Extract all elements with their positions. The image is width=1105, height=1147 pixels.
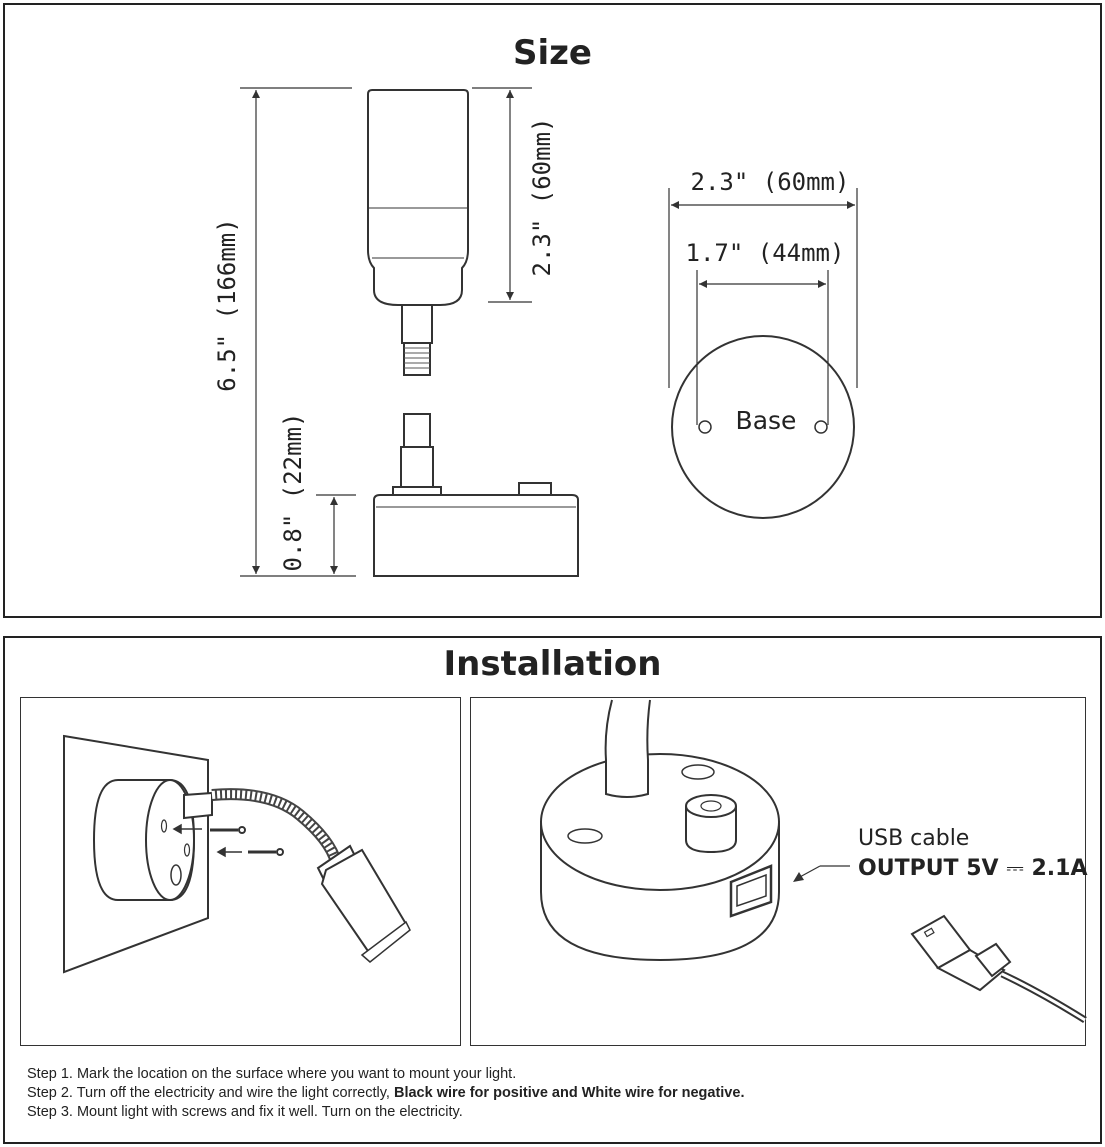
usb-pointer-line: [797, 865, 850, 879]
step-1: Step 1. Mark the location on the surface…: [27, 1066, 517, 1082]
wall-mount-drawing: [63, 734, 411, 974]
head-height-label: 2.3" (60mm): [528, 118, 556, 277]
lamp-head-drawing: [367, 89, 469, 376]
usb-pointer-arrow: [793, 872, 804, 882]
usb-cable-label: USB cable: [858, 826, 970, 851]
base-diameter-label: 2.3" (60mm): [691, 168, 850, 196]
usb-base-drawing: [540, 699, 780, 962]
base-label: Base: [736, 406, 797, 435]
base-circle: [671, 335, 855, 519]
base-height-label: 0.8" (22mm): [279, 413, 307, 572]
step-3: Step 3. Mount light with screws and fix …: [27, 1104, 463, 1120]
mount-hole: [814, 420, 828, 434]
size-title: Size: [513, 33, 592, 73]
total-height-label: 6.5" (166mm): [213, 218, 241, 391]
dc-symbol-icon: ⎓: [1006, 856, 1024, 881]
screw-arrows: [172, 823, 242, 858]
size-diagram: 6.5" (166mm) 2.3" (60mm) 0.8" (22mm) 2.3…: [213, 87, 858, 577]
size-panel: Size: [3, 3, 1102, 618]
usb-plug-drawing: [910, 914, 1087, 1023]
usb-output-label: OUTPUT 5V ⎓ 2.1A: [858, 856, 1088, 881]
installation-title: Installation: [443, 644, 662, 684]
base-side-drawing: [373, 413, 579, 577]
installation-panel: Installation Step 1. Mark the location o…: [3, 636, 1102, 1144]
mount-hole: [698, 420, 712, 434]
hole-spacing-label: 1.7" (44mm): [686, 239, 845, 267]
step-2: Step 2. Turn off the electricity and wir…: [27, 1085, 745, 1101]
installation-steps: Step 1. Mark the location on the surface…: [27, 1065, 744, 1122]
